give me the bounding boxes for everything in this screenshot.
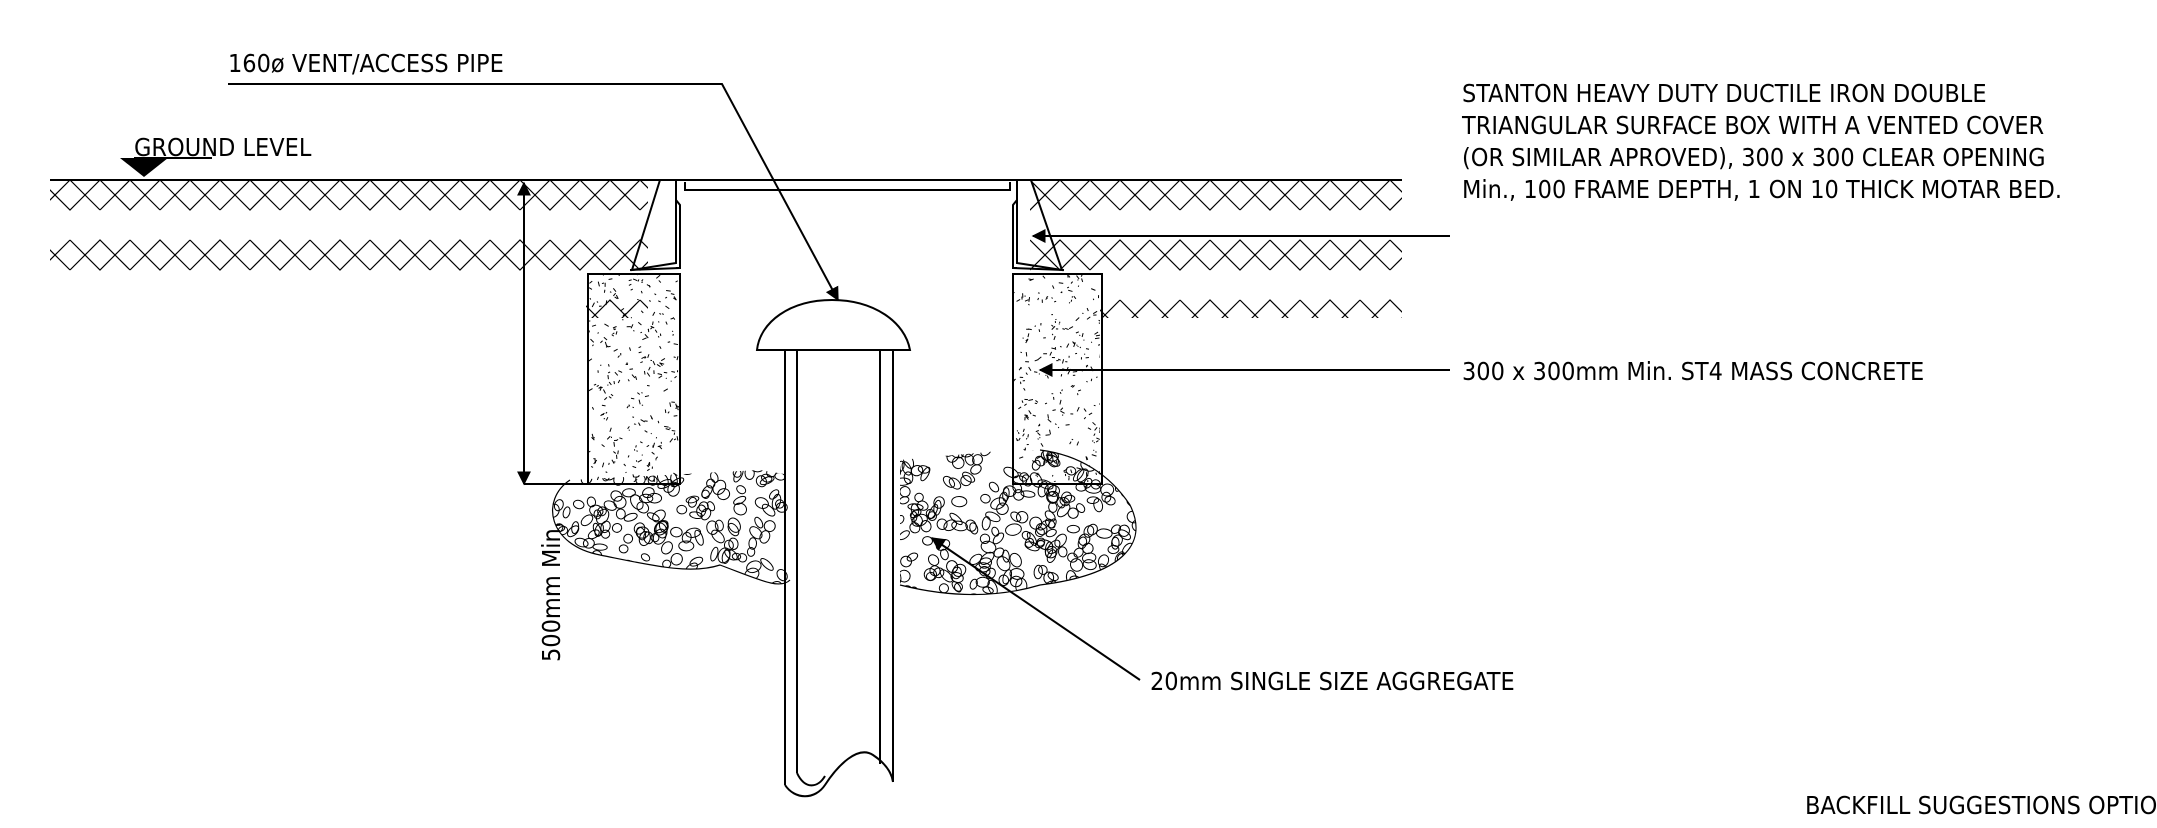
surface-box-label-line-3: (OR SIMILAR APROVED), 300 x 300 CLEAR OP… [1462,143,2046,172]
surface-box [629,179,1065,272]
leader-vent-pipe [228,83,839,302]
ground-level-label: GROUND LEVEL [134,133,312,162]
leader-aggregate [930,537,1141,681]
surface-box-label-line-4: Min., 100 FRAME DEPTH, 1 ON 10 THICK MOT… [1462,175,2062,204]
concrete-block-right [1012,273,1103,485]
aggregate-bed [552,449,1137,596]
vent-pipe [755,298,912,798]
ground-level-marker [120,157,212,177]
depth-label: 500mm Min. [537,521,566,662]
surface-box-label-line-1: STANTON HEAVY DUTY DUCTILE IRON DOUBLE [1462,79,1987,108]
vent-pipe-label: 160ø VENT/ACCESS PIPE [228,49,504,78]
surface-box-label-line-2: TRIANGULAR SURFACE BOX WITH A VENTED COV… [1461,111,2044,140]
concrete-block-left [587,273,681,485]
depth-dimension [517,181,680,486]
backfill-label: BACKFILL SUGGESTIONS OPTIONS [1805,791,2157,820]
concrete-label: 300 x 300mm Min. ST4 MASS CONCRETE [1462,357,1924,386]
aggregate-label: 20mm SINGLE SIZE AGGREGATE [1150,667,1515,696]
